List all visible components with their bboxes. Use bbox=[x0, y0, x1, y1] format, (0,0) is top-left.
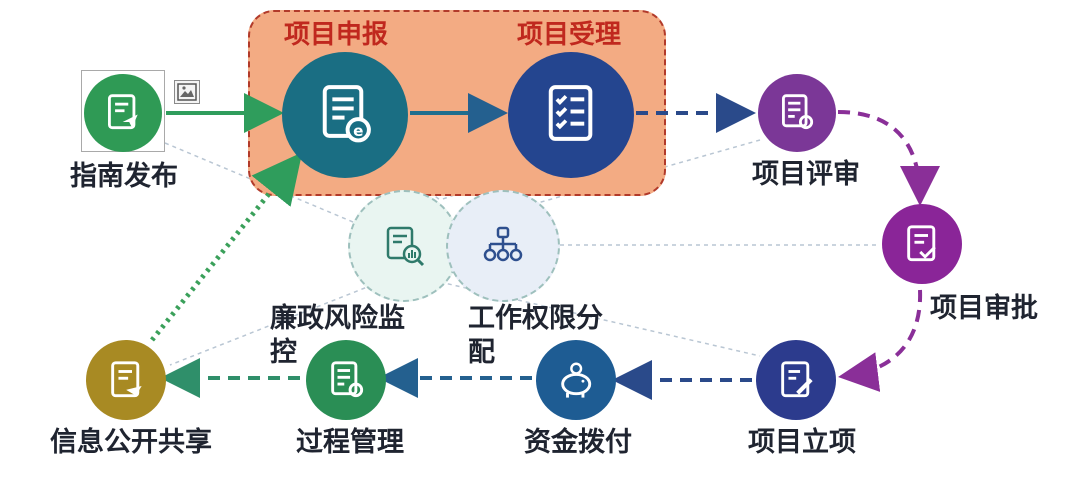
label-approve: 项目审批 bbox=[930, 293, 1038, 324]
arrow-disclosure-apply bbox=[150, 152, 303, 342]
svg-text:e: e bbox=[354, 122, 364, 140]
piggy-bank-icon bbox=[561, 362, 591, 398]
node-disclosure bbox=[86, 340, 166, 420]
arrow-review-approve bbox=[837, 110, 940, 206]
group-label-accept: 项目受理 bbox=[517, 20, 622, 50]
document-share-icon bbox=[111, 361, 142, 397]
document-edit-icon: e bbox=[323, 85, 372, 143]
image-placeholder-icon bbox=[174, 80, 200, 104]
label-process: 过程管理 bbox=[296, 427, 404, 458]
label-disclosure: 信息公开共享 bbox=[50, 427, 212, 458]
node-guide bbox=[84, 74, 162, 152]
label-funding: 资金拨付 bbox=[524, 427, 632, 458]
node-process bbox=[306, 340, 386, 420]
label-establish: 项目立项 bbox=[748, 427, 856, 458]
list-gear-icon bbox=[331, 361, 363, 397]
risk-monitor-circle bbox=[348, 190, 460, 302]
checklist-icon bbox=[549, 85, 593, 142]
checklist-gear-icon bbox=[782, 94, 814, 130]
arrow-approve-establish bbox=[838, 289, 923, 392]
node-apply: e bbox=[282, 52, 408, 178]
label-guide: 指南发布 bbox=[70, 161, 178, 192]
org-tree-icon bbox=[483, 226, 523, 262]
node-review bbox=[758, 74, 836, 152]
node-funding bbox=[536, 340, 616, 420]
label-review: 项目评审 bbox=[752, 159, 860, 190]
document-pen-icon bbox=[781, 361, 813, 397]
group-label-apply: 项目申报 bbox=[284, 20, 389, 50]
authority-circle bbox=[446, 190, 560, 302]
document-check-icon bbox=[907, 225, 936, 261]
label-risk: 廉政风险监 控 bbox=[270, 303, 405, 368]
label-authority: 工作权限分 配 bbox=[468, 303, 603, 368]
node-establish bbox=[756, 340, 836, 420]
chart-search-icon bbox=[386, 226, 425, 267]
document-send-icon bbox=[108, 94, 139, 130]
node-approve bbox=[882, 204, 962, 284]
node-accept bbox=[508, 52, 634, 178]
